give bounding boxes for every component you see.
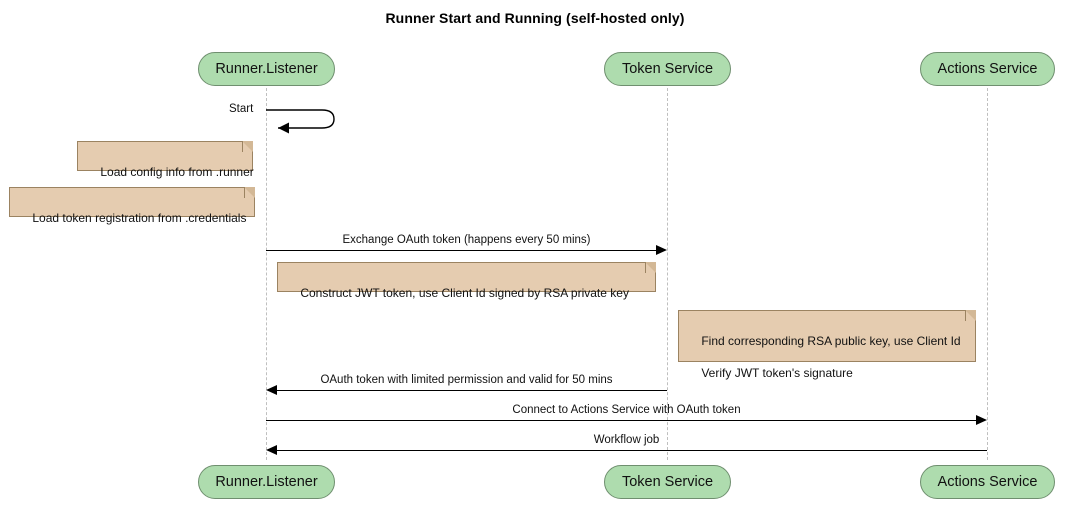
self-message-start-label: Start	[229, 103, 254, 115]
message-workflow-job-arrowhead	[266, 444, 277, 455]
note-fold-icon	[965, 310, 976, 321]
diagram-title: Runner Start and Running (self-hosted on…	[385, 10, 685, 26]
note-load-config: Load config info from .runner	[77, 141, 254, 179]
note-construct-jwt-text: Construct JWT token, use Client Id signe…	[300, 286, 629, 300]
message-oauth-return-line	[277, 390, 667, 391]
message-exchange-oauth-line	[266, 250, 656, 251]
note-fold-edge-icon	[645, 262, 656, 273]
message-oauth-return-arrowhead	[266, 384, 277, 395]
note-load-token: Load token registration from .credential…	[9, 187, 255, 225]
note-verify-jwt-line-2: Verify JWT token's signature	[701, 366, 853, 380]
participant-actions-bottom[interactable]: Actions Service	[920, 465, 1055, 499]
message-connect-actions-arrowhead	[976, 414, 987, 425]
message-workflow-job-label: Workflow job	[593, 434, 660, 446]
note-fold-icon	[244, 187, 255, 198]
message-workflow-job-line	[277, 450, 987, 451]
note-verify-jwt: Find corresponding RSA public key, use C…	[678, 310, 976, 380]
note-load-config-text: Load config info from .runner	[100, 165, 254, 179]
lifeline-actions	[987, 88, 988, 460]
message-oauth-return-label: OAuth token with limited permission and …	[320, 374, 613, 386]
note-fold-icon	[645, 262, 656, 273]
lifeline-runner	[266, 88, 267, 460]
note-construct-jwt: Construct JWT token, use Client Id signe…	[277, 262, 656, 300]
note-load-token-text: Load token registration from .credential…	[32, 211, 247, 225]
note-verify-jwt-line-1: Find corresponding RSA public key, use C…	[701, 334, 961, 348]
message-connect-actions-line	[266, 420, 976, 421]
message-exchange-oauth-arrowhead	[656, 244, 667, 255]
note-fold-edge-icon	[242, 141, 253, 152]
message-exchange-oauth-label: Exchange OAuth token (happens every 50 m…	[342, 234, 591, 246]
participant-token-bottom[interactable]: Token Service	[604, 465, 731, 499]
participant-actions-top[interactable]: Actions Service	[920, 52, 1055, 86]
note-fold-edge-icon	[244, 187, 255, 198]
note-fold-edge-icon	[965, 310, 976, 321]
lifeline-token	[667, 88, 668, 460]
self-message-start-loop	[266, 109, 335, 134]
message-connect-actions-label: Connect to Actions Service with OAuth to…	[512, 404, 741, 416]
note-fold-icon	[242, 141, 253, 152]
participant-runner-top[interactable]: Runner.Listener	[198, 52, 335, 86]
participant-token-top[interactable]: Token Service	[604, 52, 731, 86]
participant-runner-bottom[interactable]: Runner.Listener	[198, 465, 335, 499]
